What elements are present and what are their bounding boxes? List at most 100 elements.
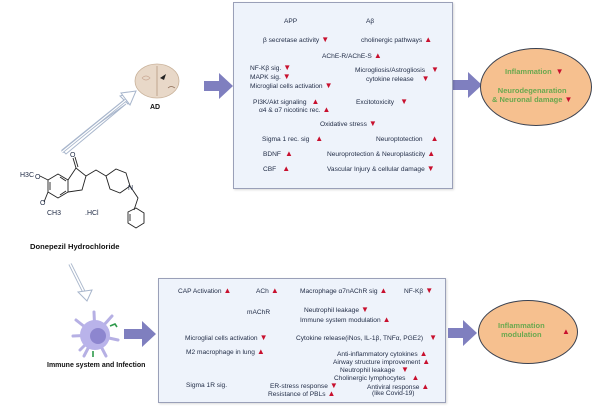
abeta-label: Aβ [366, 18, 375, 25]
down-arrow-icon: ▼ [282, 72, 291, 81]
mechanism-item: MAPK sig.▼ [250, 72, 291, 81]
down-arrow-icon: ▼ [425, 286, 434, 295]
mechanism-item: Neuroptotection▲ [376, 134, 439, 143]
nitrogen-label: N [128, 185, 134, 192]
node-airway: Airway structure improvement▲ [333, 357, 431, 366]
node-cap: CAP Activation▲ [178, 286, 232, 295]
down-arrow-icon: ▼ [564, 94, 573, 104]
drug-name: Donepezil Hydrochloride [30, 242, 120, 251]
down-arrow-icon: ▼ [400, 97, 409, 106]
up-arrow-icon: ▲ [270, 286, 279, 295]
down-arrow-icon: ▼ [401, 365, 409, 374]
mechanism-item: Excitotoxicity▼ [356, 97, 409, 106]
mechanism-item: α4 & α7 nicotinic rec.▲ [259, 105, 331, 114]
node-pbl: Resistance of PBLs▲ [268, 389, 336, 398]
mechanism-item: NF-Kβ sig.▼ [250, 63, 292, 72]
ketone-oxygen-label: O [70, 152, 76, 159]
up-arrow-icon: ▲ [379, 286, 388, 295]
up-arrow-icon: ▲ [421, 382, 430, 391]
up-arrow-icon: ▲ [424, 35, 433, 44]
up-arrow-icon: ▲ [430, 134, 439, 143]
node-microglia: Microglial cells activation▼ [185, 333, 268, 342]
node-m2: M2 macrophage in lung▲ [186, 347, 265, 356]
down-arrow-icon: ▼ [259, 333, 268, 342]
down-arrow-icon: ▼ [324, 81, 333, 90]
node-neutrophil-2: Neutrophil leakage▼ [340, 365, 409, 374]
down-arrow-icon: ▼ [361, 305, 369, 314]
down-arrow-icon: ▼ [321, 35, 330, 44]
immune-outcome-ellipse [478, 300, 578, 364]
node-cholinergic: Cholinergic lymphocytes▲ [334, 373, 420, 382]
up-arrow-icon: ▲ [422, 357, 431, 366]
up-arrow-icon: ▲ [382, 315, 391, 324]
mechanism-item: AChE-R/AChE-S▲ [322, 51, 382, 60]
mechanism-item: Microglial cells activation▼ [250, 81, 333, 90]
app-label: APP [284, 18, 298, 25]
methyl-label: CH3 [47, 210, 62, 217]
oxygen-label: O [40, 200, 46, 207]
salt-label: .HCl [85, 210, 99, 217]
flow-arrow-ad-icon [204, 73, 233, 99]
outcome-neurodegeneration: Neurodegenaration& Neuronal damage▼ [492, 86, 573, 104]
down-arrow-icon: ▼ [555, 67, 564, 76]
flow-arrow-immune-outcome-icon [448, 320, 477, 346]
node-er-stress: ER-stress response▼ [270, 381, 338, 390]
node-machr: mAChR [247, 309, 271, 316]
mechanism-item: Neuroprotection & Neuroplasticity▲ [327, 149, 436, 158]
node-covid: (like Covid-19) [372, 390, 415, 397]
down-arrow-icon: ▼ [368, 119, 377, 128]
up-arrow-icon: ▲ [311, 97, 320, 106]
down-arrow-icon: ▼ [426, 164, 435, 173]
mechanism-item: cytokine release▼ [366, 74, 430, 83]
up-arrow-icon: ▲ [411, 373, 420, 382]
donepezil-structure-icon [39, 156, 145, 229]
flow-arrow-ad-outcome-icon [453, 72, 482, 98]
node-antiviral: Antiviral response▲ [367, 382, 430, 391]
mechanism-item: Oxidative stress▼ [320, 119, 377, 128]
mechanism-item: Sigma 1 rec. sig▲ [262, 134, 324, 143]
methyl-label: H3C [20, 172, 35, 179]
node-nfkb: NF-Kβ▼ [404, 286, 434, 295]
mechanism-item: CBF▲ [263, 164, 291, 173]
up-arrow-icon: ▲ [223, 286, 232, 295]
outcome-inflammation: Inflammation▼ [505, 67, 564, 76]
up-arrow-icon: ▲ [315, 134, 324, 143]
up-arrow-icon: ▲ [284, 149, 293, 158]
node-antiinflammatory: Anti-inflammatory cytokines▲ [337, 349, 428, 358]
ad-mechanism-panel [233, 2, 453, 189]
macrophage-cell-icon [71, 310, 120, 358]
down-arrow-icon: ▼ [329, 381, 338, 390]
down-arrow-icon: ▼ [429, 333, 437, 342]
ad-label: AD [150, 104, 161, 111]
up-arrow-icon: ▲ [562, 327, 570, 336]
mechanism-item: BDNF▲ [263, 149, 293, 158]
up-arrow-icon: ▲ [322, 105, 331, 114]
node-immune-modulation: Immune system modulation▲ [300, 315, 391, 324]
down-arrow-icon: ▼ [431, 65, 439, 74]
mechanism-item: β secretase activity▼ [263, 35, 330, 44]
node-macrophage: Macrophage α7nAChR sig▲ [300, 286, 388, 295]
up-arrow-icon: ▲ [282, 164, 291, 173]
up-arrow-icon: ▲ [419, 349, 428, 358]
node-ach: ACh▲ [256, 286, 279, 295]
up-arrow-icon: ▲ [373, 51, 382, 60]
mechanism-item: cholinergic pathways▲ [361, 35, 433, 44]
mechanism-item: Microgliosis/Astrogliosis▼ [355, 65, 439, 74]
immune-label: Immune system and Infection [47, 362, 146, 369]
up-arrow-icon: ▲ [427, 149, 436, 158]
up-arrow-icon: ▲ [256, 347, 265, 356]
flow-arrow-immune-icon [124, 321, 156, 347]
node-cytokine: Cytokine release(iNos, IL-1β, TNFα, PGE2… [296, 333, 437, 342]
oxygen-label: O [35, 174, 41, 181]
node-sigma: Sigma 1R sig. [186, 382, 228, 389]
node-neutrophil: Neutrophil leakage▼ [304, 305, 369, 314]
down-arrow-icon: ▼ [421, 74, 430, 83]
mechanism-item: PI3K/Akt signaling▲ [253, 97, 320, 106]
immune-mechanism-panel [158, 278, 446, 403]
mechanism-item: Vascular Injury & cellular damage▼ [327, 164, 435, 173]
brain-section-icon [134, 63, 180, 99]
ad-outcome-ellipse [480, 48, 592, 126]
down-arrow-icon: ▼ [283, 63, 292, 72]
